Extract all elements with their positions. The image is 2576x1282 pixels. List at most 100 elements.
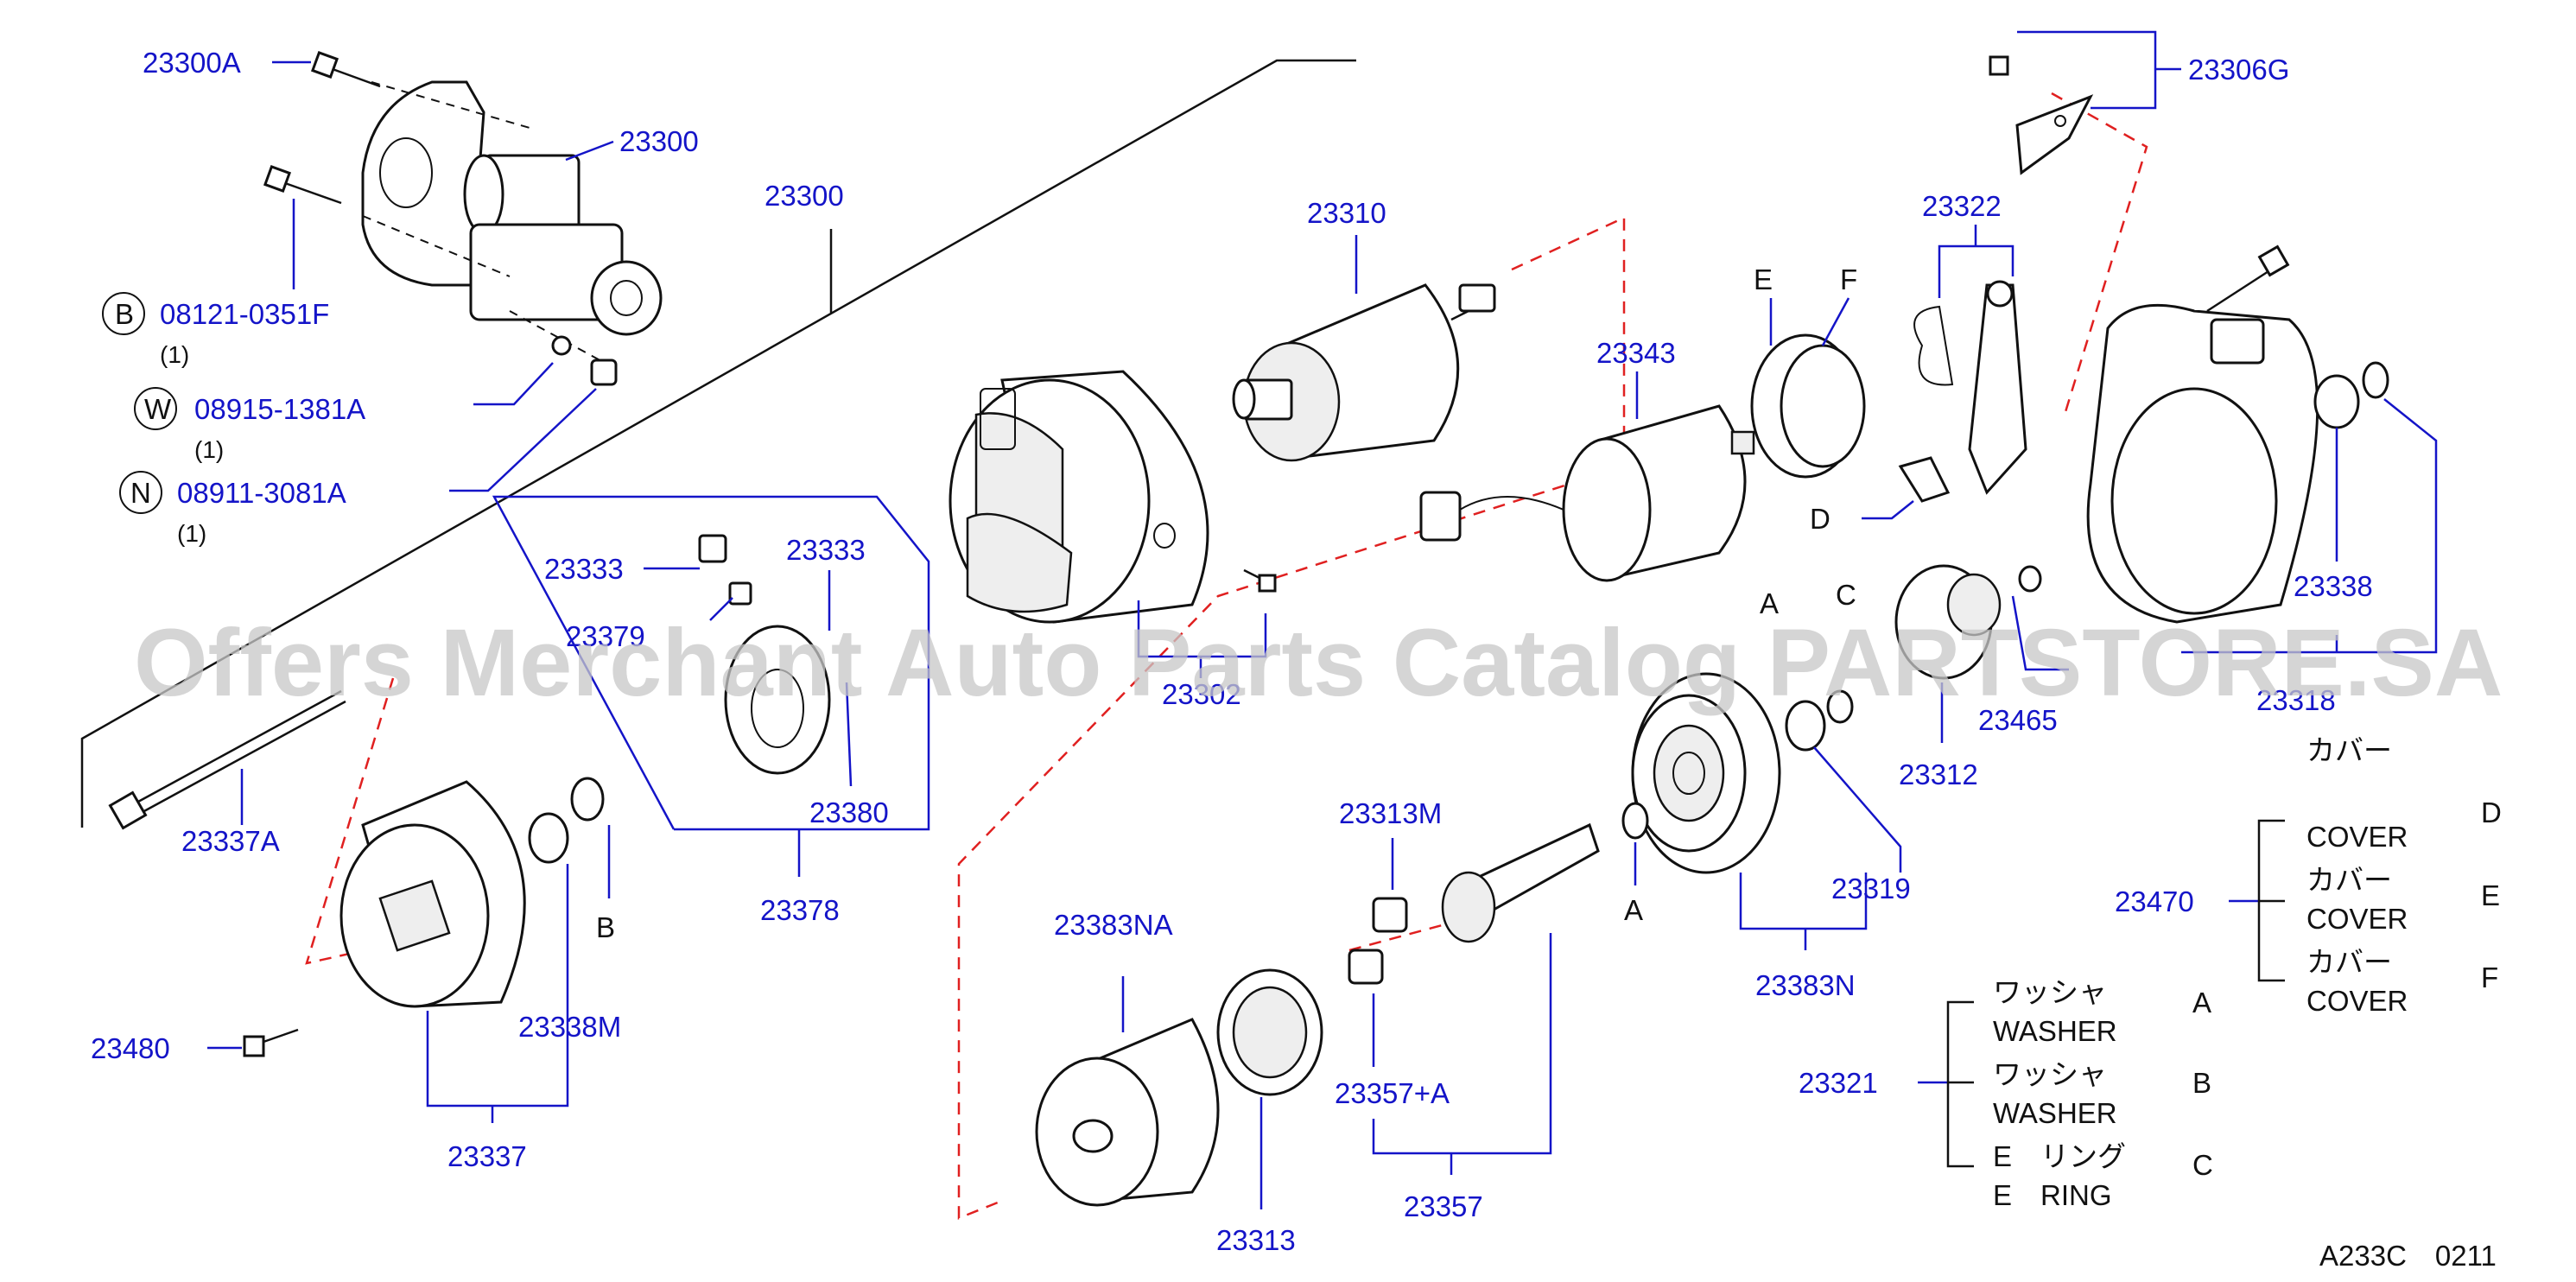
label-23470: 23470: [2115, 885, 2194, 917]
section-frame: [80, 59, 1356, 828]
std-part-w: W 08915-1381A (1): [134, 362, 554, 463]
letter-f: F: [1840, 263, 1857, 295]
cover-d-icon: [1898, 456, 1951, 503]
through-bolt-illustration: [108, 689, 346, 830]
cover-legend: カバー 23470 COVER D カバー COVER E カバー COVER …: [2115, 734, 2502, 1017]
cover-row-3-key: F: [2481, 962, 2498, 993]
screw-23480-illustration: [243, 1028, 299, 1057]
label-23480: 23480: [91, 1032, 170, 1064]
cover-row-1-key: D: [2481, 796, 2502, 828]
planetary-gear-23312-illustration: [1894, 564, 2042, 680]
washer-row-1-jp: ワッシャ: [1993, 976, 2107, 1008]
label-23379: 23379: [566, 620, 645, 652]
bushing-23338m-illustration: [528, 777, 605, 864]
brush-holder-illustration: [698, 534, 831, 775]
label-23306G: 23306G: [2188, 54, 2289, 86]
label-23338: 23338: [2294, 570, 2373, 602]
internal-gear-housing-illustration: [1621, 672, 1854, 874]
cover-heading-jp: カバー: [2306, 734, 2392, 766]
bushing-23338-illustration: [2313, 361, 2389, 429]
starter-assembly-illustration: [263, 50, 663, 386]
label-23465: 23465: [1978, 704, 2058, 736]
washer-row-3-jp: E リング: [1993, 1140, 2126, 1172]
svg-text:B: B: [115, 298, 134, 330]
label-23313: 23313: [1216, 1224, 1296, 1256]
label-n-part: 08911-3081A: [177, 477, 346, 509]
washer-row-1-key: A: [2192, 987, 2211, 1019]
washer-row-2-en: WASHER: [1993, 1097, 2117, 1129]
bolt-icon: [263, 164, 342, 205]
label-23378: 23378: [760, 894, 840, 926]
connector-icon: [1419, 491, 1462, 542]
letter-e: E: [1754, 263, 1773, 295]
nut-icon: [590, 359, 618, 386]
label-23357A: 23357+A: [1335, 1077, 1450, 1109]
label-23343: 23343: [1596, 337, 1676, 369]
solenoid-switch-illustration: [1419, 404, 1755, 582]
cover-row-1-en: COVER: [2306, 821, 2408, 853]
letter-a-bottom: A: [1624, 894, 1643, 926]
label-23357: 23357: [1404, 1190, 1483, 1222]
rear-housing-illustration: [2086, 244, 2319, 624]
washer-23465-icon: [2018, 565, 2042, 593]
svg-text:N: N: [130, 477, 151, 509]
needle-bearing-23313-illustration: [1216, 968, 1323, 1096]
diagram-code: A233C 0211: [2319, 1240, 2497, 1272]
label-23313M: 23313M: [1339, 797, 1442, 829]
bearing-23313m-icon: [1372, 897, 1408, 933]
watermark: Offers Merchant Auto Parts Catalog PARTS…: [134, 610, 2503, 716]
label-23318: 23318: [2256, 684, 2336, 716]
label-23333-left: 23333: [544, 553, 624, 585]
brush-23333-icon: [698, 534, 727, 563]
label-23300-assembly: 23300: [619, 125, 699, 157]
svg-text:W: W: [144, 393, 172, 425]
screw-icon: [1258, 574, 1277, 593]
circle-n-icon: [119, 471, 162, 514]
cover-row-3-en: COVER: [2306, 985, 2408, 1017]
label-n-qty: (1): [177, 520, 206, 547]
cover-e-f-illustration: [1750, 333, 1866, 479]
label-23338M: 23338M: [518, 1011, 621, 1043]
label-23300: 23300: [765, 180, 844, 212]
bracket-23306g-illustration: [1989, 55, 2094, 175]
label-23302: 23302: [1162, 678, 1241, 710]
bushing-23357a-icon: [1348, 949, 1384, 985]
letter-a-top: A: [1760, 587, 1779, 619]
circle-w-icon: [134, 387, 177, 430]
washer-row-2-key: B: [2192, 1067, 2211, 1099]
std-part-n: N 08911-3081A (1): [119, 388, 597, 547]
rear-cover-23337-illustration: [339, 780, 526, 1008]
drive-lever-illustration: [1913, 280, 2027, 495]
brush-23379-icon: [728, 581, 752, 606]
label-w-qty: (1): [194, 436, 224, 463]
spring-washer-icon: [551, 335, 572, 356]
cover-row-2-key: E: [2481, 879, 2500, 911]
label-23310: 23310: [1307, 197, 1386, 229]
washer-row-2-jp: ワッシャ: [1993, 1058, 2107, 1090]
pinion-shaft-illustration: [1348, 822, 1600, 985]
label-w-part: 08915-1381A: [194, 393, 365, 425]
label-23322: 23322: [1922, 190, 2002, 222]
washer-row-3-en: E RING: [1993, 1179, 2112, 1211]
label-23380: 23380: [809, 796, 889, 828]
letter-d: D: [1810, 503, 1830, 535]
cover-row-2-en: COVER: [2306, 903, 2408, 935]
washer-row-3-key: C: [2192, 1149, 2213, 1181]
label-23383N: 23383N: [1755, 969, 1856, 1001]
label-b-qty: (1): [160, 341, 189, 368]
label-23383NA: 23383NA: [1054, 909, 1173, 941]
washer-legend: 23321 ワッシャ WASHER A ワッシャ WASHER B E リング …: [1799, 976, 2213, 1211]
label-23337: 23337: [447, 1140, 527, 1172]
label-23319: 23319: [1831, 873, 1911, 904]
cover-row-2-jp: カバー: [2306, 864, 2392, 896]
std-part-b: B 08121-0351F (1): [102, 199, 329, 368]
cover-row-3-jp: カバー: [2306, 946, 2392, 978]
label-23321: 23321: [1799, 1067, 1878, 1099]
bolt-icon: [310, 50, 381, 88]
washer-row-1-en: WASHER: [1993, 1015, 2117, 1047]
label-23337A: 23337A: [181, 825, 280, 857]
label-23333-right: 23333: [786, 534, 866, 566]
label-23300A: 23300A: [143, 47, 241, 79]
label-23312: 23312: [1899, 758, 1978, 790]
